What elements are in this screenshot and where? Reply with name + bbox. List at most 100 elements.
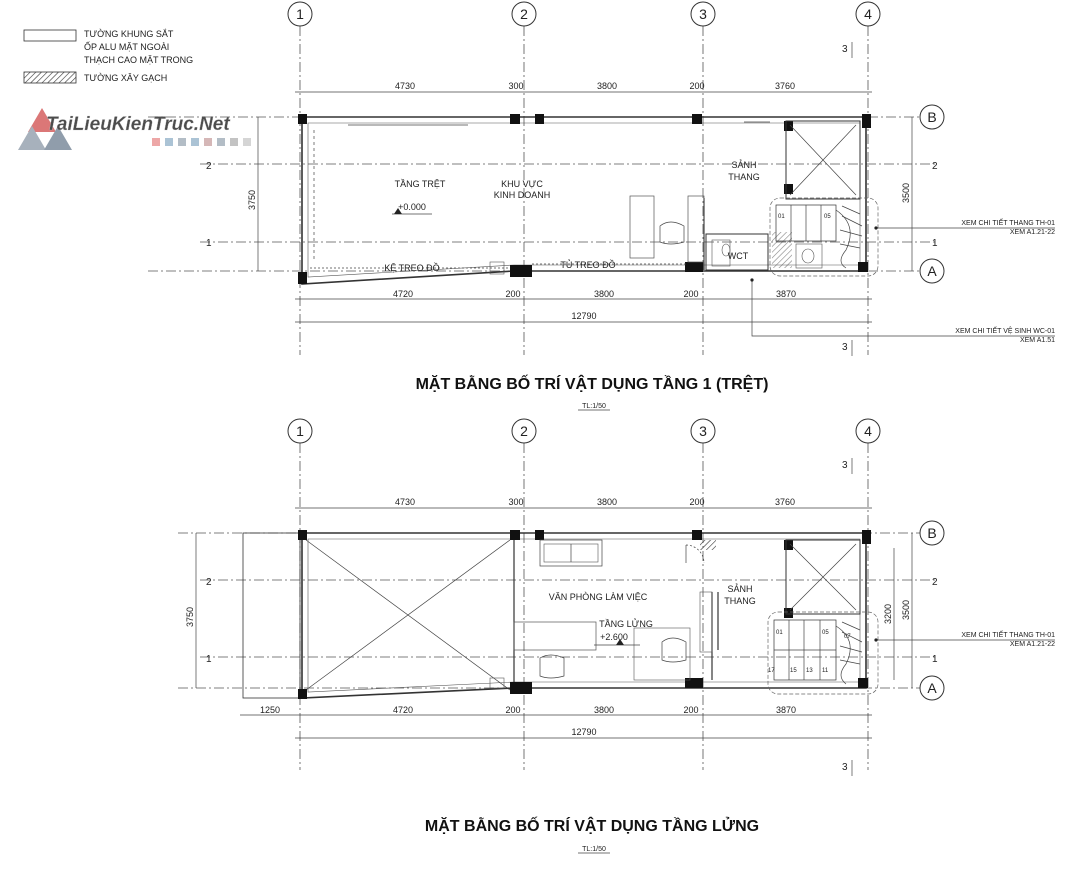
legend: TƯỜNG KHUNG SẮT ỐP ALU MẶT NGOÀI THẠCH C…	[23, 29, 193, 84]
svg-text:05: 05	[824, 214, 831, 220]
lobby-label-1-b: SẢNH	[727, 583, 752, 594]
stair-note-2-b: XEM A1.21-22	[1010, 641, 1055, 648]
legend-label-3: THẠCH CAO MẶT TRONG	[84, 55, 193, 65]
lobby-label-2-b: THANG	[724, 596, 756, 606]
lobby-label-1: SẢNH	[731, 159, 756, 170]
legend-label-1: TƯỜNG KHUNG SẮT	[84, 29, 174, 39]
svg-text:4730: 4730	[395, 497, 415, 507]
logo-blue-triangle	[44, 126, 72, 150]
legend-label-2: ỐP ALU MẶT NGOÀI	[84, 41, 169, 52]
watermark-text: TaiLieuKienTruc.Net	[46, 114, 230, 135]
svg-text:4: 4	[864, 423, 872, 439]
section-mark-3-bottom: 3	[842, 342, 848, 353]
logo-red-triangle	[28, 108, 56, 132]
level-label: +0.000	[398, 202, 426, 212]
svg-text:2: 2	[932, 577, 938, 588]
watermark: TaiLieuKienTruc.Net	[18, 108, 251, 150]
svg-text:1: 1	[296, 6, 304, 22]
svg-text:3870: 3870	[776, 289, 796, 299]
axis-bubble-3-b: 3	[690, 418, 716, 444]
svg-text:4: 4	[864, 6, 872, 22]
wc-note-2: XEM A1.51	[1020, 337, 1055, 344]
room-area-label-1: KHU VỰC	[501, 179, 543, 189]
legend-steel-wall-swatch	[23, 29, 77, 42]
top-dims: 4730 300 3800 200 3760	[395, 81, 795, 91]
svg-text:3800: 3800	[597, 81, 617, 91]
svg-text:2: 2	[520, 6, 528, 22]
logo-gray-triangle	[18, 126, 46, 150]
svg-text:2: 2	[206, 577, 212, 588]
svg-text:200: 200	[505, 289, 520, 299]
axis-bubble-A-b: A	[919, 675, 945, 701]
plan-mezzanine: 1 2 3 4 B A 2 1 2 1 3 3 4730 300 3800 20…	[178, 418, 1055, 854]
bottom-dims: 4720 200 3800 200 3870 12790	[393, 289, 796, 321]
plan2-title: MẶT BẰNG BỐ TRÍ VẬT DỤNG TẦNG LỬNG	[425, 815, 759, 835]
svg-text:3: 3	[699, 6, 707, 22]
svg-text:200: 200	[683, 289, 698, 299]
section-mark-2-left: 2	[206, 161, 212, 172]
plan-ground-floor: 1 2 3 4 B A 2 1 2 1 3 3 4730 300 3800 20…	[148, 1, 1055, 411]
svg-text:3800: 3800	[597, 497, 617, 507]
axis-bubble-4-b: 4	[855, 418, 881, 444]
svg-text:3: 3	[842, 762, 848, 773]
axis-bubble-B-b: B	[919, 520, 945, 546]
svg-text:12790: 12790	[571, 311, 596, 321]
plan1-scale: TL:1/50	[582, 403, 606, 410]
svg-text:05: 05	[822, 630, 829, 636]
legend-label-4: TƯỜNG XÂY GẠCH	[84, 73, 167, 83]
stair-note-2: XEM A1.21-22	[1010, 229, 1055, 236]
svg-text:3760: 3760	[775, 497, 795, 507]
svg-text:3800: 3800	[594, 705, 614, 715]
svg-text:11: 11	[822, 668, 829, 674]
svg-text:1250: 1250	[260, 705, 280, 715]
wc-note-1: XEM CHI TIẾT VỆ SINH WC-01	[955, 325, 1055, 335]
svg-text:3200: 3200	[883, 604, 893, 624]
svg-text:A: A	[927, 680, 937, 696]
svg-text:300: 300	[508, 81, 523, 91]
svg-text:300: 300	[508, 497, 523, 507]
svg-text:12790: 12790	[571, 727, 596, 737]
section-mark-3-top: 3	[842, 44, 848, 55]
svg-text:3760: 3760	[775, 81, 795, 91]
right-dim: 3500	[901, 183, 911, 203]
office-label: VĂN PHÒNG LÀM VIỆC	[549, 592, 648, 602]
svg-text:4730: 4730	[395, 81, 415, 91]
axis-bubble-4: 4	[855, 1, 881, 27]
wardrobe-label: TỦ TREO ĐỒ	[560, 259, 615, 270]
axis-bubble-B: B	[919, 104, 945, 130]
svg-text:3870: 3870	[776, 705, 796, 715]
plan1-title: MẶT BẰNG BỐ TRÍ VẬT DỤNG TẦNG 1 (TRỆT)	[416, 373, 769, 393]
axis-bubble-2-b: 2	[511, 418, 537, 444]
svg-text:17: 17	[768, 668, 775, 674]
left-dim: 3750	[247, 190, 257, 210]
svg-text:200: 200	[689, 81, 704, 91]
stair-note-1-b: XEM CHI TIẾT THANG TH-01	[961, 629, 1055, 639]
section-mark-2-right: 2	[932, 161, 938, 172]
svg-text:200: 200	[689, 497, 704, 507]
svg-text:3: 3	[699, 423, 707, 439]
svg-text:B: B	[927, 525, 936, 541]
room-area-label-2: KINH DOANH	[494, 190, 551, 200]
axis-bubble-A: A	[919, 258, 945, 284]
svg-text:4720: 4720	[393, 705, 413, 715]
svg-text:B: B	[927, 109, 936, 125]
svg-text:3500: 3500	[901, 600, 911, 620]
svg-text:1: 1	[296, 423, 304, 439]
svg-text:01: 01	[776, 630, 783, 636]
mezzanine-label: TẦNG LỬNG	[599, 618, 653, 629]
svg-text:3: 3	[842, 460, 848, 471]
svg-text:4720: 4720	[393, 289, 413, 299]
svg-text:200: 200	[505, 705, 520, 715]
svg-text:200: 200	[683, 705, 698, 715]
top-dims-b: 4730 300 3800 200 3760	[395, 497, 795, 507]
shelf-label: KỆ TREO ĐỒ	[384, 262, 439, 273]
plan2-scale: TL:1/50	[582, 846, 606, 853]
axis-bubble-2: 2	[511, 1, 537, 27]
axis-bubble-1: 1	[287, 1, 313, 27]
svg-text:07: 07	[844, 634, 851, 640]
svg-text:01: 01	[778, 214, 785, 220]
svg-text:3750: 3750	[185, 607, 195, 627]
axis-bubble-3: 3	[690, 1, 716, 27]
axis-bubble-1-b: 1	[287, 418, 313, 444]
